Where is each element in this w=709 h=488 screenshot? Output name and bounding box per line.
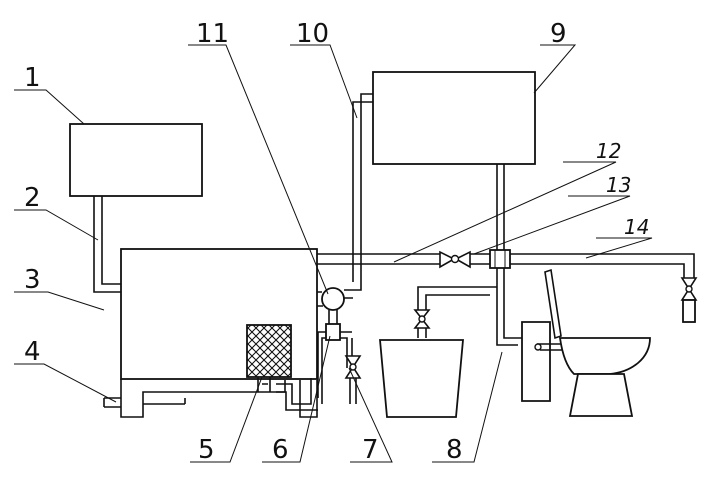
tank-9-outlet: [496, 164, 522, 346]
tank-1: [69, 123, 203, 197]
pipe-after-valve: [470, 253, 490, 265]
valve-7-knob: [349, 363, 357, 371]
toilet-flush-pipe: [537, 343, 562, 351]
bucket: [379, 339, 464, 418]
label-12: 12: [596, 139, 621, 163]
label-11: 11: [196, 19, 229, 49]
valve-6: [325, 323, 341, 341]
valve-6-pipe: [317, 310, 352, 404]
label-4: 4: [24, 337, 41, 367]
tee-13-detail: [494, 250, 506, 268]
toilet-flush-knob: [534, 343, 542, 351]
label-13: 13: [606, 173, 631, 197]
leader-lines: [14, 44, 653, 463]
toilet-cistern: [521, 321, 551, 402]
valve-13-knob: [450, 254, 460, 264]
label-14: 14: [624, 215, 649, 239]
tank-9: [372, 71, 536, 165]
outlet-14: [682, 299, 696, 323]
label-1: 1: [24, 63, 41, 93]
valve-14-knob: [685, 285, 693, 293]
toilet-pedestal: [568, 373, 634, 417]
label-6: 6: [272, 435, 289, 465]
label-7: 7: [362, 435, 379, 465]
bucket-valve-knob: [418, 315, 426, 323]
filter-pipe: [276, 378, 318, 411]
filter-outlet: [257, 377, 271, 392]
drain-4: [103, 397, 121, 408]
label-9: 9: [550, 19, 567, 49]
label-10: 10: [296, 19, 329, 49]
toilet-lid: [544, 268, 562, 340]
pump-11: [321, 287, 345, 311]
valve-13: [439, 250, 471, 269]
pump-connection: [317, 291, 323, 307]
tank-base: [120, 379, 318, 418]
pipe-14: [510, 253, 695, 278]
pipe-10: [344, 93, 374, 299]
label-5: 5: [198, 435, 215, 465]
pipe-2: [93, 196, 122, 293]
bucket-supply-pipe: [417, 286, 497, 310]
bucket-tap: [417, 328, 427, 338]
toilet-bowl: [558, 337, 651, 375]
tee-13: [489, 249, 511, 269]
label-2: 2: [24, 183, 41, 213]
filter-5: [246, 324, 292, 378]
pipe-12: [317, 253, 440, 265]
label-8: 8: [446, 435, 463, 465]
label-3: 3: [24, 265, 41, 295]
